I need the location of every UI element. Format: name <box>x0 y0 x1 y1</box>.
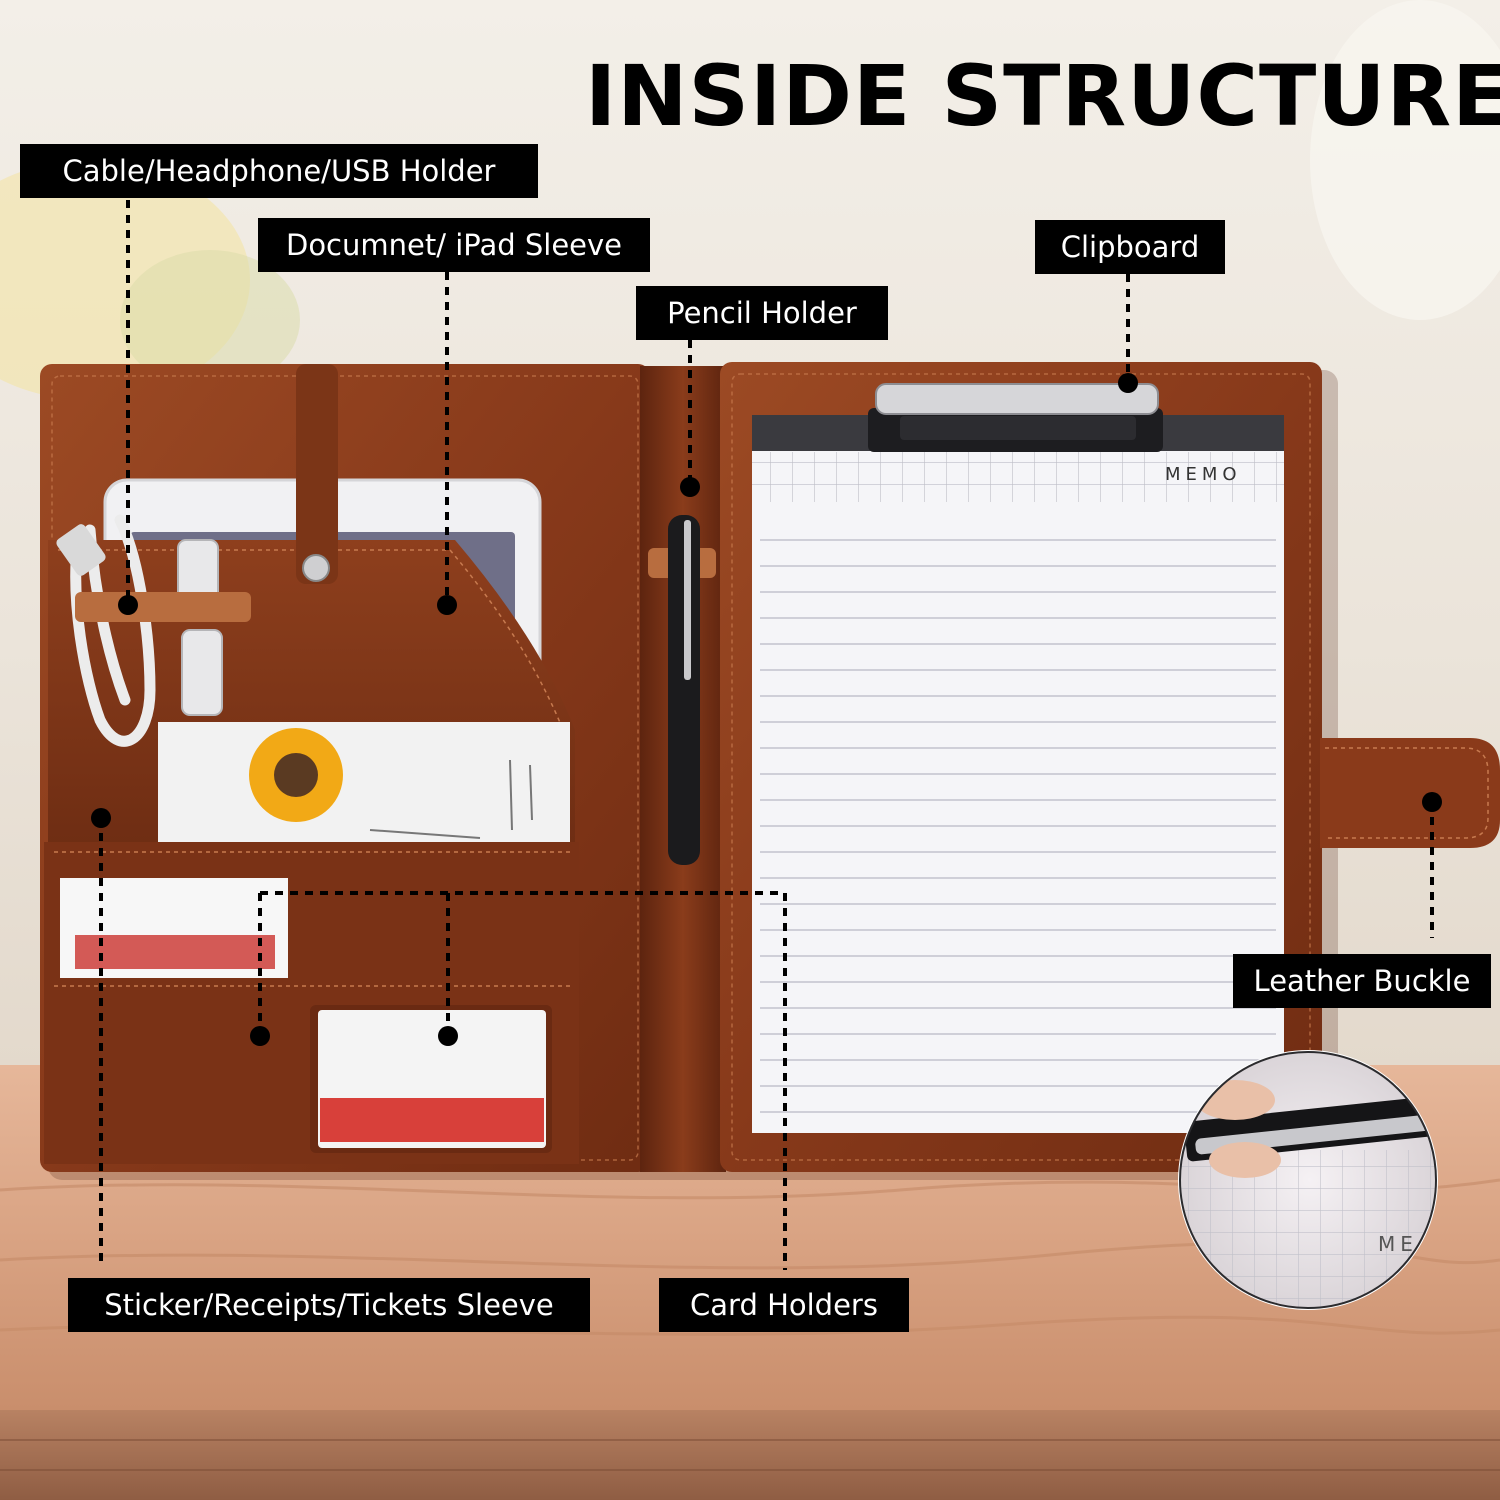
table-edge <box>0 1410 1500 1500</box>
envelope-writing <box>369 759 533 839</box>
inset-photo <box>1180 1052 1436 1308</box>
background-blur-green <box>120 250 300 390</box>
background-blur-light <box>1310 0 1500 320</box>
label-card-holders: Card Holders <box>659 1278 909 1332</box>
edge-grain <box>0 1439 1500 1471</box>
usb-connector <box>56 524 106 576</box>
anchor-dots <box>91 373 1442 1046</box>
pen-body <box>668 515 700 865</box>
memo-ruled-lines <box>760 539 1276 1113</box>
label-clipboard: Clipboard <box>1035 220 1225 274</box>
page-title: INSIDE STRUCTURE <box>585 47 1500 145</box>
label-leather-buckle: Leather Buckle <box>1233 954 1491 1008</box>
label-receipts-sleeve: Sticker/Receipts/Tickets Sleeve <box>68 1278 590 1332</box>
ipad-sleeve-stitch <box>58 549 566 736</box>
sunflower-center <box>274 753 318 797</box>
memo-header-text: MEMO <box>1165 464 1242 485</box>
buckle-stitch <box>1325 747 1489 839</box>
ticket-red-block <box>75 935 275 969</box>
leather-buckle-tab <box>1320 738 1500 848</box>
card-red-strip <box>320 1098 544 1142</box>
memo-grid-top <box>752 452 1284 502</box>
memo-inset-text: ME <box>1378 1232 1418 1256</box>
lower-pocket-stitch <box>54 851 570 987</box>
tablet-strap <box>296 364 338 584</box>
inset-photo-ring <box>1179 1051 1437 1309</box>
label-cable-holder: Cable/Headphone/USB Holder <box>20 144 538 198</box>
right-cover-stitch <box>731 373 1311 1161</box>
receipt-envelope <box>158 722 570 852</box>
usb-drive-2 <box>181 629 223 716</box>
cable-holder-band <box>75 592 251 622</box>
pen-clip <box>684 520 691 680</box>
leader-lines <box>99 200 1434 1270</box>
label-ipad-sleeve: Documnet/ iPad Sleeve <box>258 218 650 272</box>
clip-bar <box>875 383 1159 415</box>
strap-snap <box>302 554 330 582</box>
label-pencil-holder: Pencil Holder <box>636 286 888 340</box>
clip-inner <box>900 416 1136 440</box>
